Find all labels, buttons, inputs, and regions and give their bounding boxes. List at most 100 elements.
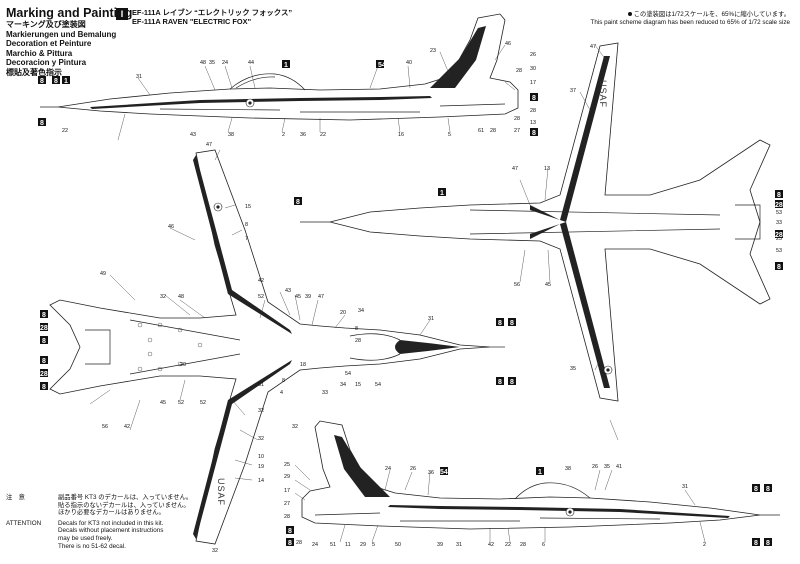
notes-block: 注 意 副品番号 KT3 のデカールは、入っていません。 貼る指示のないデカール… <box>6 494 192 553</box>
svg-text:32: 32 <box>160 294 166 300</box>
svg-text:32: 32 <box>258 408 264 414</box>
svg-text:16: 16 <box>398 132 404 138</box>
svg-text:11: 11 <box>345 542 351 548</box>
svg-text:8: 8 <box>766 486 770 493</box>
svg-text:49: 49 <box>100 271 106 277</box>
svg-text:51: 51 <box>258 382 264 388</box>
svg-text:8: 8 <box>532 95 536 102</box>
svg-text:45: 45 <box>160 400 166 406</box>
svg-text:38: 38 <box>228 132 234 138</box>
svg-text:15: 15 <box>355 382 361 388</box>
note-jp-line: ほかり必要なデカールはありません。 <box>58 509 165 517</box>
callouts-bottom-side: 32 25 24 26 26 35 41 29 17 27 28 36 38 3… <box>284 424 706 548</box>
svg-text:8: 8 <box>296 199 300 206</box>
svg-text:35: 35 <box>209 60 215 66</box>
plan-view-right: USAF <box>300 42 771 402</box>
svg-text:8: 8 <box>245 222 248 228</box>
svg-text:8: 8 <box>510 379 514 386</box>
svg-text:8: 8 <box>288 528 292 535</box>
model-name-en: EF-111A RAVEN "ELECTRIC FOX" <box>132 17 252 26</box>
svg-text:42: 42 <box>488 542 494 548</box>
svg-text:24: 24 <box>222 60 228 66</box>
svg-text:25: 25 <box>776 236 782 242</box>
plan-view-left: USAF <box>49 149 505 545</box>
svg-text:1: 1 <box>64 78 68 85</box>
svg-text:52: 52 <box>178 400 184 406</box>
svg-text:37: 37 <box>570 88 576 94</box>
svg-text:42: 42 <box>124 424 130 430</box>
svg-text:28: 28 <box>40 325 48 332</box>
svg-text:17: 17 <box>530 80 536 86</box>
svg-text:8: 8 <box>777 264 781 271</box>
note-en-line: Decals without placement instructions <box>58 527 164 535</box>
svg-text:22: 22 <box>62 128 68 134</box>
svg-text:6: 6 <box>542 542 545 548</box>
roundel-right-plan <box>603 365 613 375</box>
svg-text:42: 42 <box>258 278 264 284</box>
svg-text:8: 8 <box>288 540 292 547</box>
svg-text:17: 17 <box>284 488 290 494</box>
svg-text:48: 48 <box>200 60 206 66</box>
svg-text:51: 51 <box>330 542 336 548</box>
svg-text:54: 54 <box>345 371 351 377</box>
svg-text:19: 19 <box>258 464 264 470</box>
svg-text:39: 39 <box>305 294 311 300</box>
usaf-marking-right: USAF <box>598 80 608 108</box>
note-jp-line: 貼る指示のないデカールは、入っていません。 <box>58 501 190 509</box>
svg-text:1: 1 <box>284 62 288 69</box>
svg-text:8: 8 <box>282 378 285 384</box>
svg-text:46: 46 <box>505 41 511 47</box>
svg-text:28: 28 <box>530 108 536 114</box>
square-callouts-left-plan: 8 28 8 8 28 8 8 8 8 8 <box>40 310 516 391</box>
svg-text:56: 56 <box>102 424 108 430</box>
svg-text:32: 32 <box>292 424 298 430</box>
svg-text:14: 14 <box>258 478 264 484</box>
svg-text:34: 34 <box>358 308 364 314</box>
svg-text:13: 13 <box>544 166 550 172</box>
subtitle-cn: 標貼及著色指示 <box>6 67 62 77</box>
svg-text:8: 8 <box>498 320 502 327</box>
svg-text:28: 28 <box>516 68 522 74</box>
svg-text:47: 47 <box>318 294 324 300</box>
svg-text:8: 8 <box>42 312 46 319</box>
svg-text:8: 8 <box>766 540 770 547</box>
svg-text:28: 28 <box>296 540 302 546</box>
square-callouts-top: 8 8 8 1 1 54 8 8 <box>38 60 538 137</box>
model-badge: I <box>116 8 128 20</box>
subtitle-jp: マーキング及び塗装図 <box>6 20 86 29</box>
svg-text:34: 34 <box>340 382 346 388</box>
svg-text:47: 47 <box>590 44 596 50</box>
svg-text:26: 26 <box>530 52 536 58</box>
svg-text:18: 18 <box>300 362 306 368</box>
svg-text:33: 33 <box>776 220 782 226</box>
svg-text:8: 8 <box>777 192 781 199</box>
note-label-en: ATTENTION <box>6 519 42 527</box>
svg-text:44: 44 <box>248 60 254 66</box>
svg-text:2: 2 <box>703 542 706 548</box>
svg-text:23: 23 <box>430 48 436 54</box>
svg-text:8: 8 <box>532 130 536 137</box>
svg-text:8: 8 <box>498 379 502 386</box>
svg-text:20: 20 <box>180 362 186 368</box>
svg-text:10: 10 <box>258 454 264 460</box>
svg-text:26: 26 <box>410 466 416 472</box>
svg-text:53: 53 <box>776 210 782 216</box>
svg-text:36: 36 <box>300 132 306 138</box>
svg-text:52: 52 <box>258 294 264 300</box>
title-block: Marking and Painting マーキング及び塗装図 Markieru… <box>6 6 132 78</box>
svg-text:20: 20 <box>340 310 346 316</box>
svg-text:8: 8 <box>42 384 46 391</box>
svg-text:33: 33 <box>322 390 328 396</box>
scale-note: この塗装図は1/72スケールを、65%に縮小しています。 This paint … <box>590 11 790 27</box>
svg-text:8: 8 <box>754 540 758 547</box>
svg-text:50: 50 <box>395 542 401 548</box>
svg-text:28: 28 <box>284 514 290 520</box>
svg-text:54: 54 <box>440 469 448 476</box>
svg-text:28: 28 <box>520 542 526 548</box>
scale-note-en: This paint scheme diagram has been reduc… <box>590 19 790 26</box>
svg-text:54: 54 <box>375 382 381 388</box>
subtitle-fr: Decoration et Peinture <box>6 39 92 49</box>
model-heading: I EF-111A レイブン “エレクトリック フォックス” EF-111A R… <box>116 8 292 26</box>
roundel-left-plan <box>213 202 223 212</box>
